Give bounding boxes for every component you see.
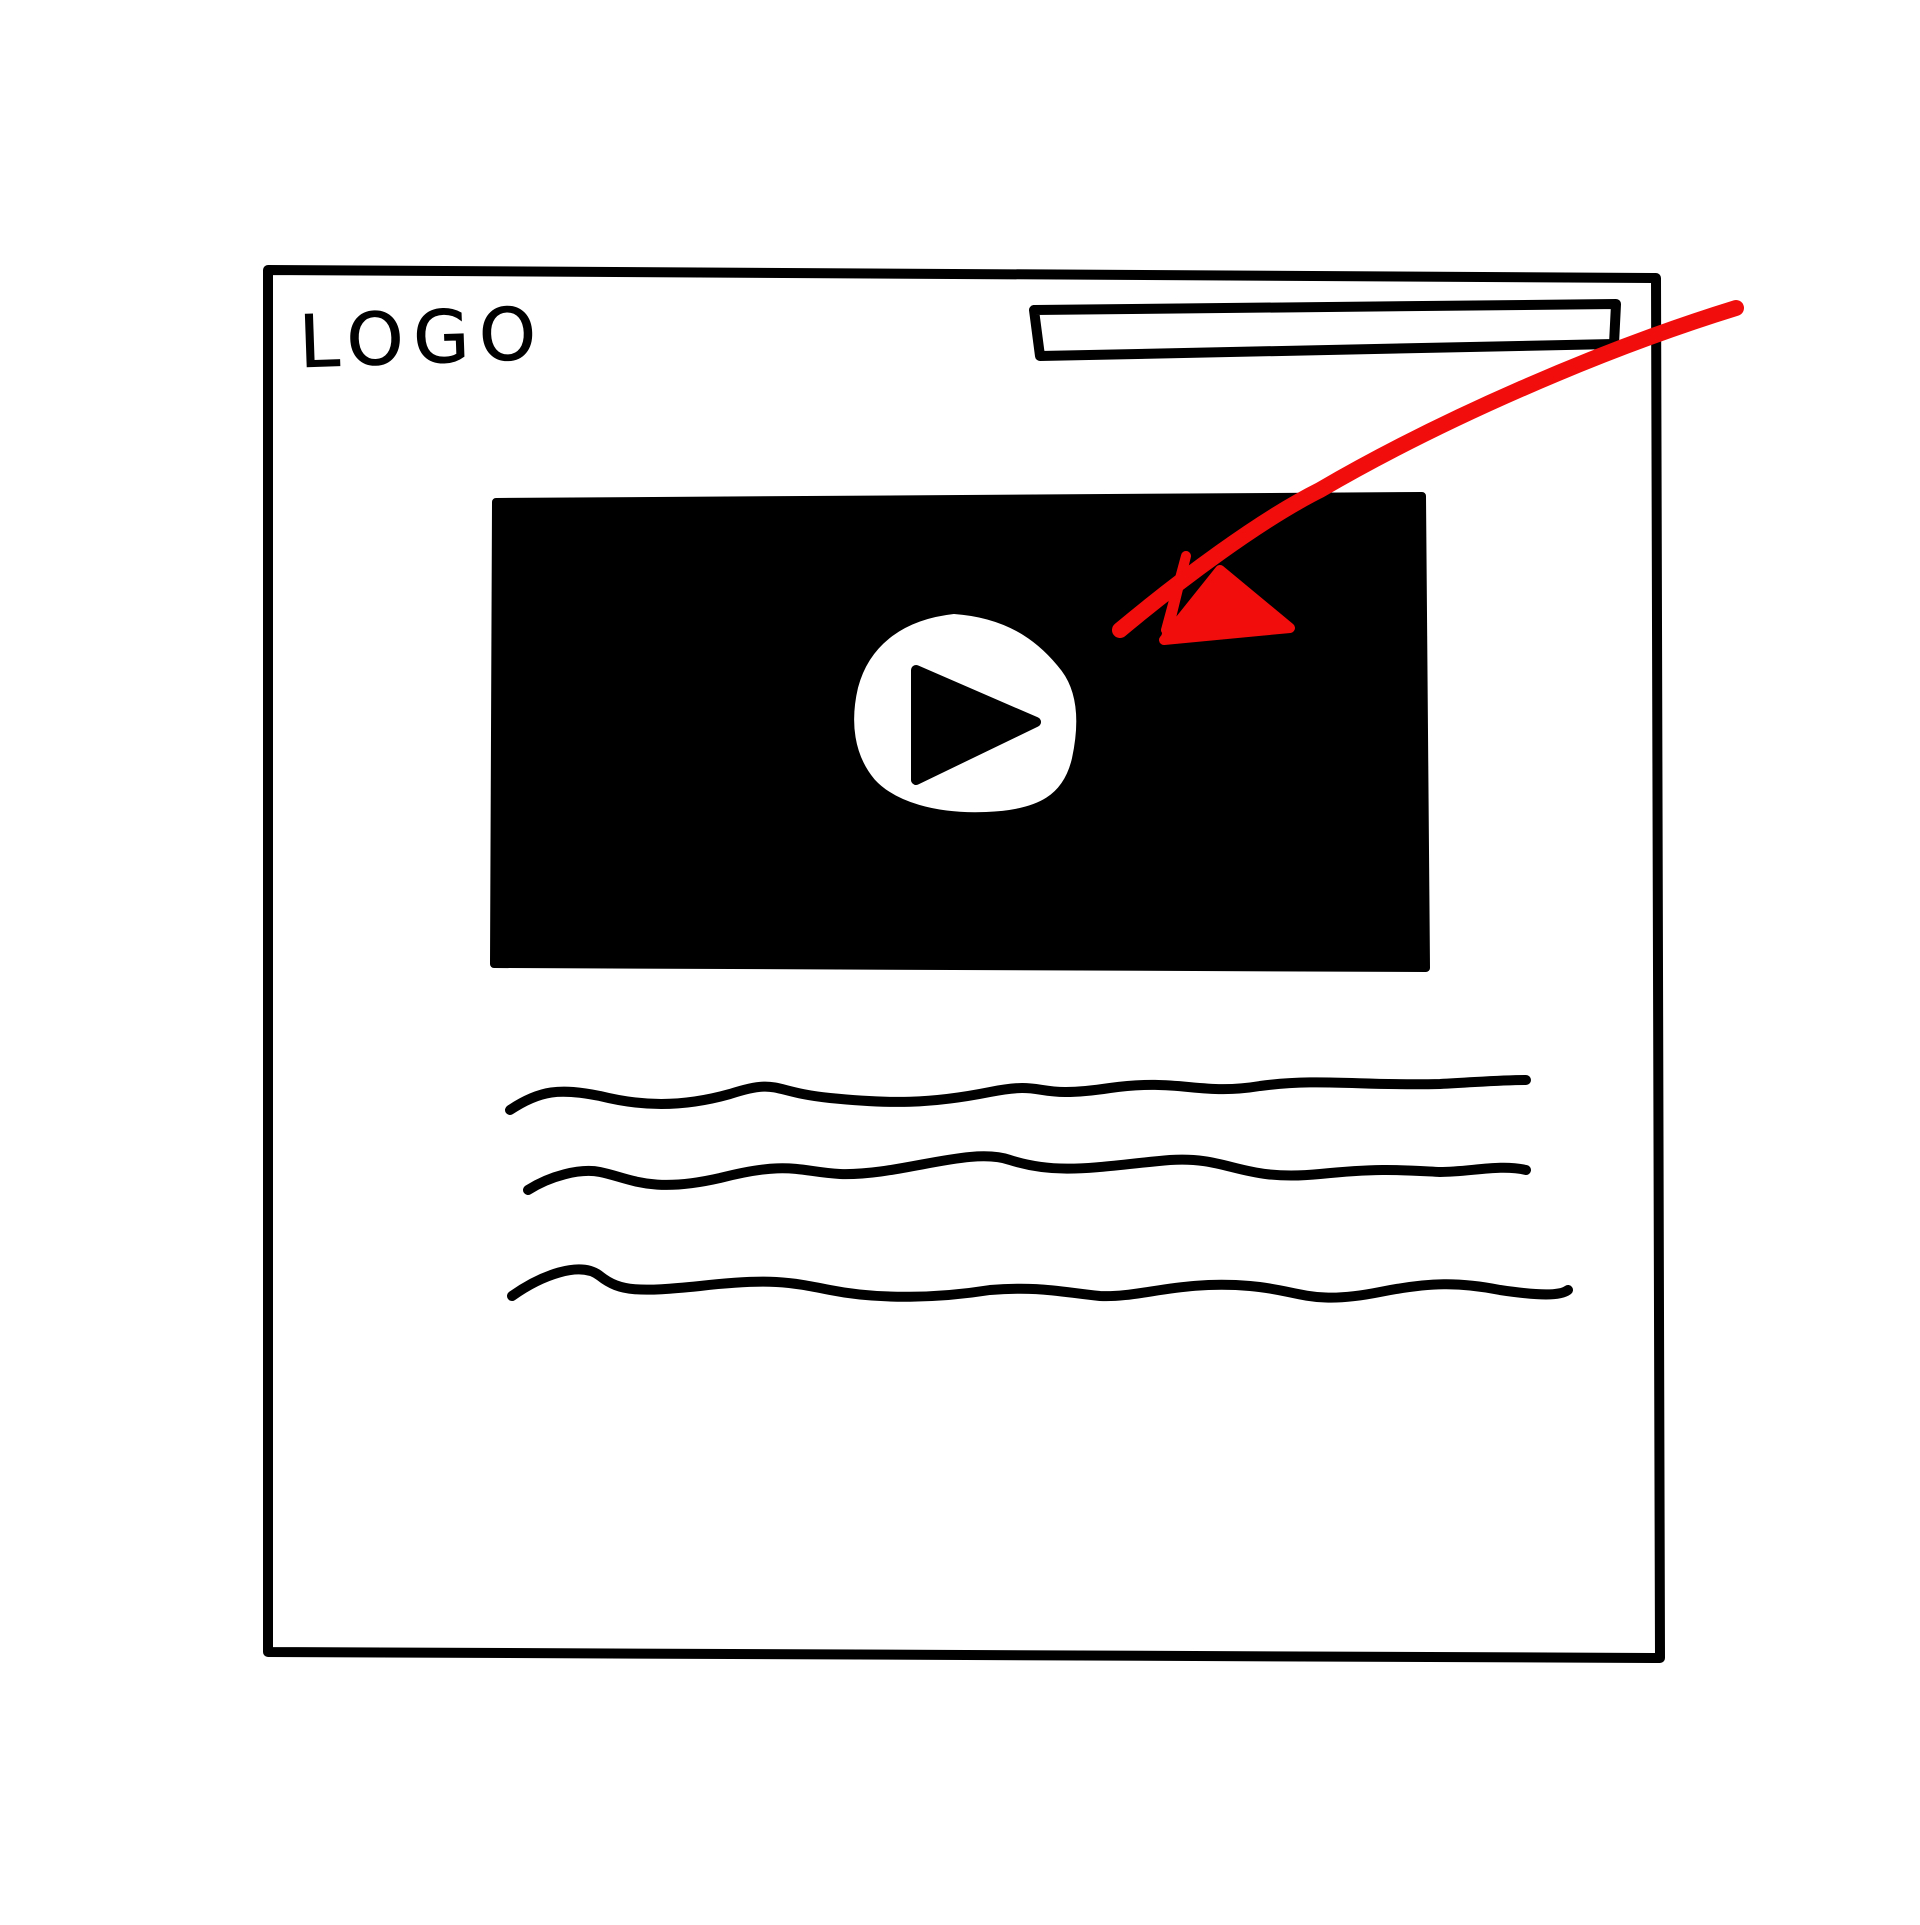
- text-line-3: [507, 1264, 1573, 1303]
- logo: LOGO: [297, 291, 548, 385]
- text-line-1: [505, 1075, 1531, 1115]
- header-bar: [1029, 299, 1621, 361]
- text-line-2: [523, 1151, 1531, 1195]
- annotation-arrow-head: [1159, 551, 1295, 645]
- play-icon: [911, 665, 1041, 785]
- annotation-arrow-shaft: [1112, 300, 1744, 638]
- page-frame: [263, 265, 1665, 1663]
